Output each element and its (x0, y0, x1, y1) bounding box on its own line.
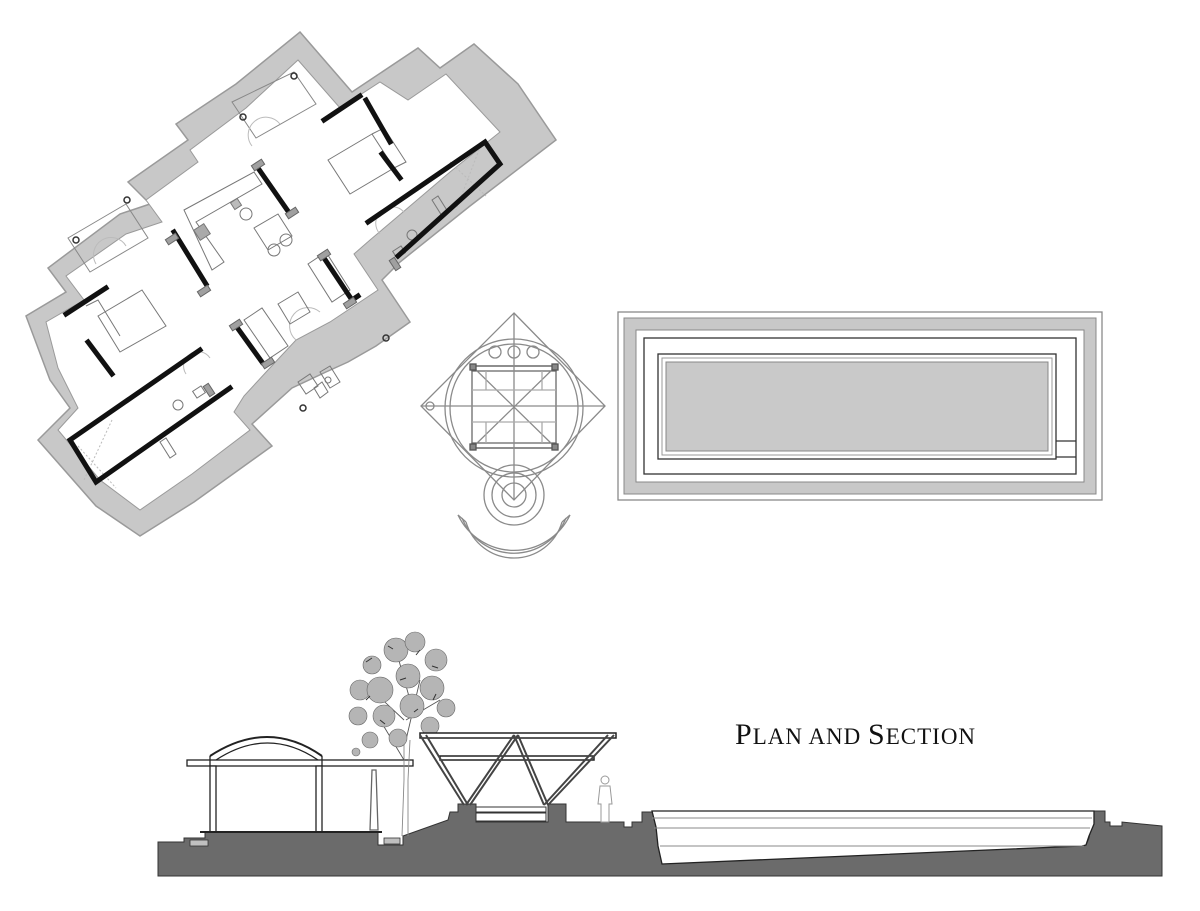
house-plan (25, 30, 558, 537)
pavilion-section (419, 732, 617, 822)
title-word-and: AND (802, 724, 869, 749)
furniture (77, 127, 487, 489)
human-figure (597, 775, 613, 823)
walls (62, 92, 504, 486)
title-initial-s: S (868, 718, 886, 751)
bed-left (97, 289, 167, 353)
kitchen-counter (183, 171, 263, 271)
house-section (186, 736, 414, 833)
tree (348, 631, 456, 837)
site-section (157, 631, 1163, 877)
wall-stubs (164, 158, 402, 398)
drawing-title: PLAN AND SECTION (735, 717, 976, 755)
title-word-plan: LAN (752, 724, 803, 749)
porch-top (231, 71, 317, 139)
pool-plan (617, 311, 1103, 501)
title-word-section: ECTION (885, 724, 977, 749)
house-floor (45, 59, 501, 511)
pool-water (665, 361, 1049, 452)
title-initial-p: P (735, 718, 753, 751)
dining-table (253, 213, 293, 251)
sofa-left (243, 307, 289, 359)
pavilion-plan (420, 312, 606, 559)
ground (157, 803, 1163, 877)
porch-left (67, 196, 149, 273)
coffee-table (277, 291, 311, 325)
